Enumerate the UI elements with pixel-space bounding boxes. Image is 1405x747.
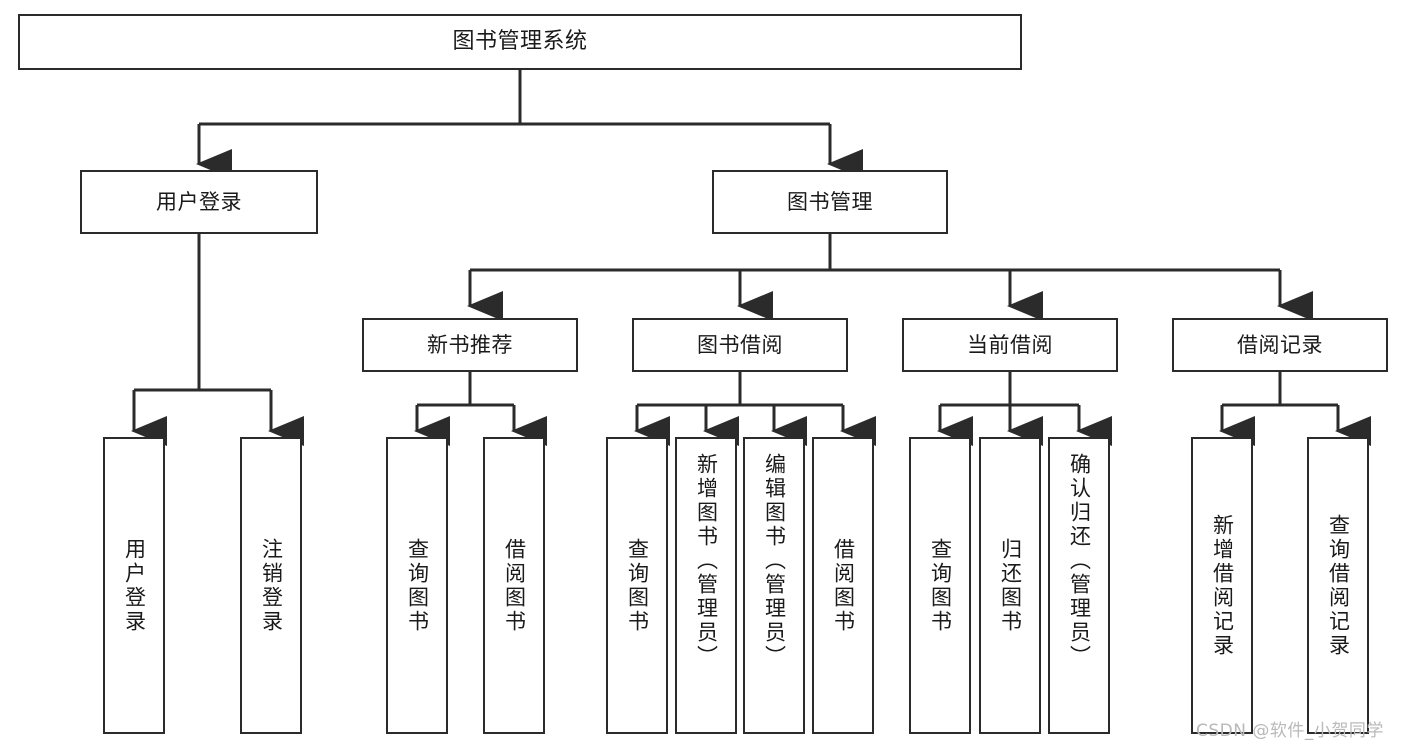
- node-borrow-record[interactable]: 借阅记录: [1172, 318, 1388, 372]
- node-label: 查询图书: [928, 537, 953, 634]
- leaf-user-login[interactable]: 用户登录: [103, 437, 165, 734]
- leaf-add-book-admin[interactable]: 新增图书（管理员）: [675, 437, 737, 734]
- node-label: 图书管理: [787, 189, 873, 214]
- node-book-borrow[interactable]: 图书借阅: [632, 318, 848, 372]
- node-label: 图书借阅: [697, 332, 783, 357]
- leaf-add-borrow-record[interactable]: 新增借阅记录: [1191, 437, 1253, 734]
- node-label: 新书推荐: [427, 332, 513, 357]
- node-current-borrow[interactable]: 当前借阅: [902, 318, 1118, 372]
- node-label: 当前借阅: [967, 332, 1053, 357]
- node-label: 编辑图书（管理员）: [762, 453, 787, 669]
- node-label: 查询借阅记录: [1326, 513, 1351, 658]
- leaf-return-book[interactable]: 归还图书: [979, 437, 1041, 734]
- node-label: 新增图书（管理员）: [694, 453, 719, 669]
- csdn-watermark: CSDN @软件_小贺同学: [1196, 721, 1384, 741]
- leaf-query-book-borrow[interactable]: 查询图书: [606, 437, 668, 734]
- node-label: 用户登录: [122, 537, 147, 634]
- node-label: 借阅图书: [502, 537, 527, 634]
- node-label: 用户登录: [156, 189, 242, 214]
- node-new-book-recommend[interactable]: 新书推荐: [362, 318, 578, 372]
- node-root-system[interactable]: 图书管理系统: [18, 14, 1022, 70]
- leaf-borrow-book-recommend[interactable]: 借阅图书: [483, 437, 545, 734]
- leaf-query-borrow-record[interactable]: 查询借阅记录: [1307, 437, 1369, 734]
- node-label: 图书管理系统: [452, 29, 588, 55]
- node-label: 新增借阅记录: [1210, 513, 1235, 658]
- node-label: 注销登录: [259, 537, 284, 634]
- node-label: 借阅图书: [831, 537, 856, 634]
- node-label: 归还图书: [998, 537, 1023, 634]
- node-book-management[interactable]: 图书管理: [712, 170, 948, 234]
- node-label: 借阅记录: [1237, 332, 1323, 357]
- leaf-logout[interactable]: 注销登录: [240, 437, 302, 734]
- leaf-query-book-recommend[interactable]: 查询图书: [386, 437, 448, 734]
- node-label: 查询图书: [625, 537, 650, 634]
- node-label: 确认归还（管理员）: [1067, 453, 1092, 669]
- leaf-edit-book-admin[interactable]: 编辑图书（管理员）: [743, 437, 805, 734]
- node-label: 查询图书: [405, 537, 430, 634]
- leaf-borrow-book[interactable]: 借阅图书: [812, 437, 874, 734]
- leaf-query-book-current[interactable]: 查询图书: [909, 437, 971, 734]
- node-user-login[interactable]: 用户登录: [80, 170, 318, 234]
- leaf-confirm-return-admin[interactable]: 确认归还（管理员）: [1048, 437, 1110, 734]
